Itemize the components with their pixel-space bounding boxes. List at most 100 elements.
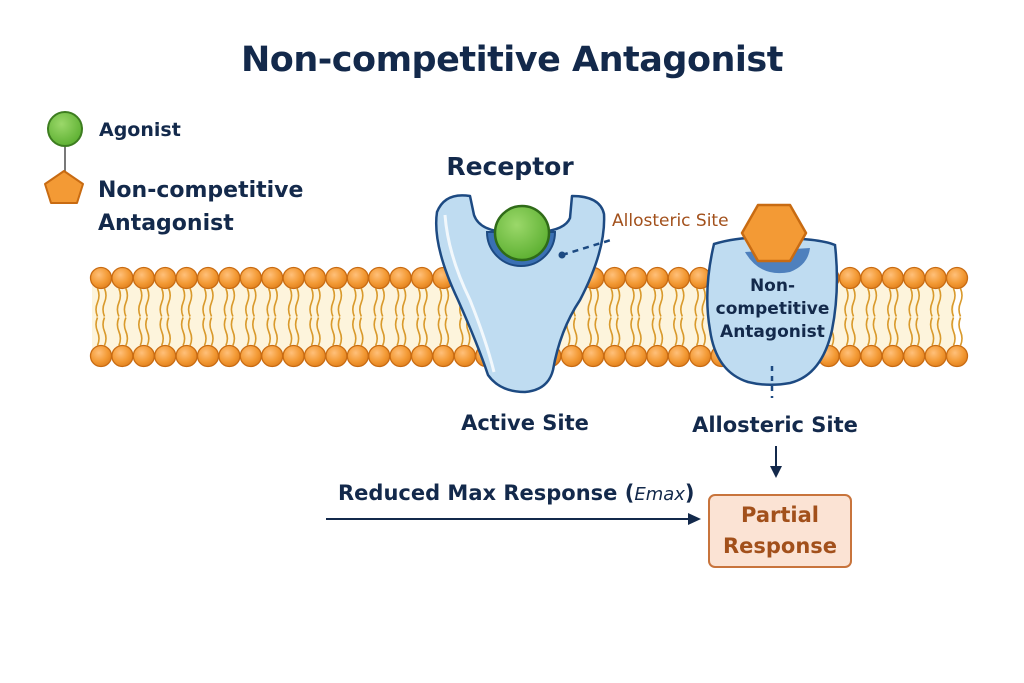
- lipid-tail: [359, 288, 364, 317]
- lipid-tail: [95, 317, 100, 346]
- lipid-tail: [651, 288, 657, 317]
- lipid-tail: [245, 317, 250, 346]
- lipid-tail: [95, 288, 100, 317]
- lipid-tail: [865, 288, 871, 317]
- lipid-tail: [437, 288, 443, 317]
- lipid-tail: [887, 288, 892, 317]
- lipid-head: [132, 266, 155, 290]
- lipid-tail: [637, 317, 642, 346]
- lipid-head: [432, 344, 455, 368]
- lipid-head: [175, 344, 198, 368]
- lipid-head: [603, 344, 626, 368]
- reduced-text: Reduced Max Response (: [338, 481, 635, 505]
- lipid-tail: [851, 317, 856, 346]
- lipid-head: [453, 344, 476, 368]
- receptor-antagonist-bound: [706, 203, 839, 398]
- lipid-tail: [459, 317, 464, 346]
- lipid-tail: [180, 317, 186, 346]
- lipid-head: [239, 344, 262, 368]
- lipid-head: [560, 344, 583, 368]
- lipid-head: [389, 266, 412, 290]
- lipid-head: [582, 344, 605, 368]
- allosteric-site-callout: Allosteric Site: [612, 211, 729, 231]
- lipid-head: [624, 344, 648, 368]
- lipid-tail: [294, 317, 300, 346]
- lipid-tail: [187, 288, 193, 317]
- lipid-head: [624, 266, 648, 290]
- lipid-tail: [844, 317, 849, 346]
- lipid-tail: [587, 288, 592, 317]
- lipid-tail: [680, 317, 685, 346]
- lipid-head: [945, 266, 969, 290]
- lipid-head: [646, 266, 669, 290]
- partial-response-label: Partial Response: [722, 503, 838, 558]
- lipid-tail: [929, 317, 935, 346]
- lipid-tail: [145, 317, 150, 346]
- lipid-tail: [694, 288, 699, 317]
- lipid-tail: [202, 317, 207, 346]
- lipid-tail: [380, 317, 385, 346]
- lipid-tail: [273, 317, 278, 346]
- lipid-tail: [651, 317, 657, 346]
- lipid-tail: [159, 317, 164, 346]
- right-arrow-icon: [688, 513, 701, 525]
- active-site-label: Active Site: [461, 411, 589, 435]
- lipid-tail: [637, 288, 642, 317]
- lipid-tail: [102, 317, 107, 346]
- lipid-tail: [894, 317, 899, 346]
- lipid-head: [838, 344, 862, 368]
- lipid-head: [218, 344, 241, 368]
- lipid-tail: [573, 317, 578, 346]
- lipid-tail: [444, 288, 450, 317]
- lipid-head: [261, 266, 284, 290]
- lipid-head: [924, 266, 947, 290]
- lipid-tail: [287, 288, 293, 317]
- lipid-tail: [872, 288, 878, 317]
- lipid-tail: [373, 317, 378, 346]
- lipid-tail: [673, 317, 678, 346]
- partial-response-box: Partial Response: [708, 494, 852, 568]
- legend-agonist-label: Agonist: [99, 119, 181, 141]
- allosteric-site-label: Allosteric Site: [692, 413, 858, 437]
- lipid-head: [89, 344, 113, 368]
- lipid-tail: [851, 288, 856, 317]
- lipid-tail: [929, 288, 935, 317]
- lipid-tail: [352, 317, 357, 346]
- lipid-tail: [658, 317, 664, 346]
- lipid-tail: [615, 288, 621, 317]
- lipid-tail: [630, 288, 635, 317]
- lipid-tail: [872, 317, 878, 346]
- lipid-tail: [116, 317, 122, 346]
- legend: [44, 111, 84, 204]
- lipid-tail: [309, 317, 314, 346]
- lipid-tail: [951, 288, 956, 317]
- lipid-head: [881, 266, 904, 290]
- lipid-tail: [273, 288, 278, 317]
- diagram-title: Non-competitive Antagonist: [241, 40, 783, 80]
- lipid-tail: [444, 317, 450, 346]
- lipid-tail: [252, 288, 257, 317]
- lipid-head: [881, 344, 904, 368]
- lipid-tail: [316, 288, 321, 317]
- lipid-tail: [594, 317, 599, 346]
- lipid-head: [196, 344, 220, 368]
- lipid-tail: [958, 317, 963, 346]
- reduced-max-response-label: Reduced Max Response (Emax): [338, 481, 695, 505]
- lipid-head: [111, 344, 134, 368]
- lipid-tail: [373, 288, 378, 317]
- lipid-tail: [416, 288, 421, 317]
- lipid-tail: [337, 288, 343, 317]
- lipid-tail: [887, 317, 892, 346]
- bound-antagonist-label: Non- competitive Antagonist: [715, 276, 830, 342]
- lipid-head: [368, 344, 391, 368]
- lipid-head: [667, 344, 690, 368]
- lipid-tail: [936, 317, 942, 346]
- lipid-head: [325, 266, 348, 290]
- lipid-tail: [266, 317, 271, 346]
- lipid-tail: [958, 288, 963, 317]
- receptor-agonist-bound: [434, 194, 612, 394]
- lipid-tail: [359, 317, 364, 346]
- lipid-tail: [701, 288, 706, 317]
- antagonist-legend-icon: [44, 170, 84, 204]
